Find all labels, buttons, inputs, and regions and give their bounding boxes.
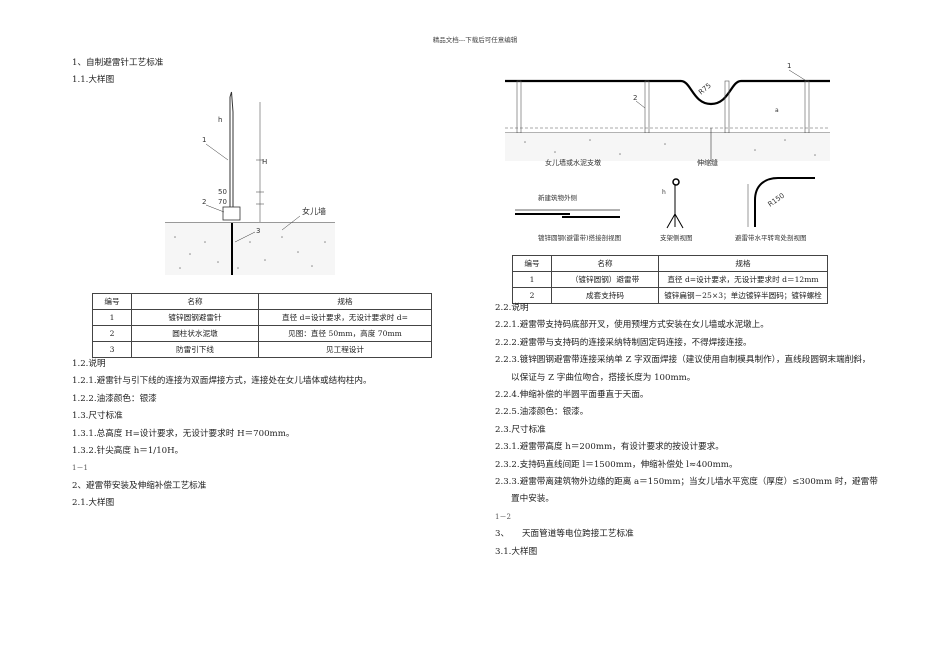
table-header: 名称 xyxy=(131,293,259,310)
paragraph: 1.3.2.针尖高度 h＝1/10H。 xyxy=(72,446,184,457)
left-column-bottom: 1.2.说明 1.2.1.避雷针与引下线的连接为双面焊接方式，连接处在女儿墙体或… xyxy=(72,356,372,513)
section-2-1-heading: 2.1.大样图 xyxy=(72,498,115,509)
paragraph: 2.3.1.避雷带高度 h＝200mm，有设计要求的按设计要求。 xyxy=(495,442,724,453)
table-header: 名称 xyxy=(551,255,659,272)
paragraph: 以保证与 Z 字曲位吻合，搭接长度为 100mm。 xyxy=(511,372,696,383)
section-3-1-heading: 3.1.大样图 xyxy=(495,546,538,557)
table-row: 2 圆柱状水泥墩 见图：直径 50mm，高度 70mm xyxy=(92,325,432,342)
table-row: 2 成套支持码 镀锌扁钢－25×3；单边镀锌半圆码；镀锌螺栓 xyxy=(512,287,828,304)
parapet-wall-label: 女儿墙 xyxy=(302,206,326,216)
sub3-caption: 避雷带水平转弯处剖视图 xyxy=(735,233,807,242)
table-cell: 3 xyxy=(92,341,132,358)
fig1-tag-2: 2 xyxy=(202,198,206,206)
section-1-3-heading: 1.3.尺寸标准 xyxy=(72,411,123,422)
paragraph: 2.2.3.镀锌圆钢避雷带连接采纳单 Z 字双面焊接（建议使用自制模具制作），直… xyxy=(495,355,871,366)
wall-or-pier-label: 女儿墙或水泥支墩 xyxy=(545,158,601,167)
rod-spec-table: 编号 名称 规格 1 镀锌圆钢避雷针 直径 d=设计要求，无设计要求时 d= 2… xyxy=(92,293,432,358)
dim-h2-label: h xyxy=(218,116,222,124)
table-cell: 1 xyxy=(92,309,132,326)
fig2-tag-a: a xyxy=(775,107,779,114)
bend-radius-label: R150 xyxy=(767,192,787,209)
dim-50-label: 50 xyxy=(218,188,227,196)
section-3-title: 3、 天面管道等电位跨接工艺标准 xyxy=(495,529,634,540)
paragraph: 1.2.1.避雷针与引下线的连接为双面焊接方式，连接处在女儿墙体或结构柱内。 xyxy=(72,376,372,387)
sub2-caption: 支架侧视图 xyxy=(660,233,693,242)
table-row: 1 （镀锌圆钢）避雷带 直径 d=设计要求，无设计要求时 d＝12mm xyxy=(512,271,828,288)
section-2-title: 2、避雷带安装及伸缩补偿工艺标准 xyxy=(72,480,207,491)
left-column-top: 1、自制避雷针工艺标准 1.1.大样图 xyxy=(72,55,163,90)
paragraph: 2.2.2.避雷带与支持码的连接采纳特制固定码连接，不得焊接连接。 xyxy=(495,337,752,348)
table-cell: 镀锌圆钢避雷针 xyxy=(131,309,259,326)
paragraph: 1.2.2.油漆颜色：银漆 xyxy=(72,393,157,404)
paragraph: 2.2.4.伸缩补偿的半圆平面垂直于天面。 xyxy=(495,390,649,401)
fig1-tag-3: 3 xyxy=(256,227,260,235)
section-2-2-heading: 2.2.说明 xyxy=(495,303,529,313)
page-header: 精品文档---下载后可任意编辑 xyxy=(432,36,518,44)
fig1-tag-1: 1 xyxy=(202,136,206,144)
paragraph: 2.3.3.避雷带离建筑物外边缘的距离 a＝150mm；当女儿墙水平宽度（厚度）… xyxy=(495,477,878,488)
sub1-caption: 镀锌圆钢(避雷带)搭接剖视图 xyxy=(538,233,621,242)
section-1-2-heading: 1.2.说明 xyxy=(72,359,106,369)
page-number: 1－2 xyxy=(495,512,511,521)
right-column-text: 2.2.说明 2.2.1.避雷带支持码底部开叉，使用预埋方式安装在女儿墙或水泥墩… xyxy=(495,300,878,561)
section-2-3-heading: 2.3.尺寸标准 xyxy=(495,424,546,435)
table-cell: 见工程设计 xyxy=(258,341,432,358)
strip-spec-table: 编号 名称 规格 1 （镀锌圆钢）避雷带 直径 d=设计要求，无设计要求时 d＝… xyxy=(512,255,828,304)
table-cell: 见图：直径 50mm，高度 70mm xyxy=(258,325,432,342)
sub1-top-label: 新建筑物外侧 xyxy=(538,193,577,202)
table-header: 规格 xyxy=(658,255,828,272)
fig2-tag-2: 2 xyxy=(633,94,637,102)
table-row: 1 镀锌圆钢避雷针 直径 d=设计要求，无设计要求时 d= xyxy=(92,309,432,326)
table-cell: 镀锌扁钢－25×3；单边镀锌半圆码；镀锌螺栓 xyxy=(658,287,828,304)
page-number: 1－1 xyxy=(72,464,88,473)
paragraph: 1.3.1.总高度 H=设计要求，无设计要求时 H＝700mm。 xyxy=(72,428,295,439)
section-1-1-heading: 1.1.大样图 xyxy=(72,75,115,86)
table-cell: 圆柱状水泥墩 xyxy=(131,325,259,342)
fig2-tag-1: 1 xyxy=(787,62,791,70)
table-header-row: 编号 名称 规格 xyxy=(92,293,432,310)
table-row: 3 防雷引下线 见工程设计 xyxy=(92,341,432,358)
dim-h-label: H xyxy=(262,158,267,166)
table-cell: 2 xyxy=(92,325,132,342)
paragraph: 置中安装。 xyxy=(511,494,554,505)
expansion-joint-label: 伸缩缝 xyxy=(697,158,718,167)
table-cell: 直径 d=设计要求，无设计要求时 d＝12mm xyxy=(658,271,828,288)
table-header: 规格 xyxy=(258,293,432,310)
table-header: 编号 xyxy=(92,293,132,310)
detail-subfigures: 新建筑物外侧 镀锌圆钢(避雷带)搭接剖视图 h 支架侧视图 R150 避雷带水平… xyxy=(515,177,815,242)
section-1-title: 1、自制避雷针工艺标准 xyxy=(72,58,164,68)
table-cell: 成套支持码 xyxy=(551,287,659,304)
paragraph: 2.2.1.避雷带支持码底部开叉，使用预埋方式安装在女儿墙或水泥墩上。 xyxy=(495,320,769,331)
table-header: 编号 xyxy=(512,255,552,272)
table-cell: 直径 d=设计要求，无设计要求时 d= xyxy=(258,309,432,326)
lightning-strip-figure: R75 1 2 a 女儿墙或水泥支墩 伸缩缝 xyxy=(505,62,830,167)
dim-70-label: 70 xyxy=(218,198,227,206)
paragraph: 2.3.2.支持码直线间距 l＝1500mm，伸缩补偿处 l≈400mm。 xyxy=(495,459,738,470)
lightning-rod-figure: h H 50 70 1 2 3 女儿墙 xyxy=(165,91,335,275)
table-cell: （镀锌圆钢）避雷带 xyxy=(551,271,659,288)
table-header-row: 编号 名称 规格 xyxy=(512,255,828,272)
paragraph: 2.2.5.油漆颜色：银漆。 xyxy=(495,407,589,418)
radius-label: R75 xyxy=(697,82,713,97)
sub2-dim-h: h xyxy=(662,189,666,196)
table-cell: 1 xyxy=(512,271,552,288)
